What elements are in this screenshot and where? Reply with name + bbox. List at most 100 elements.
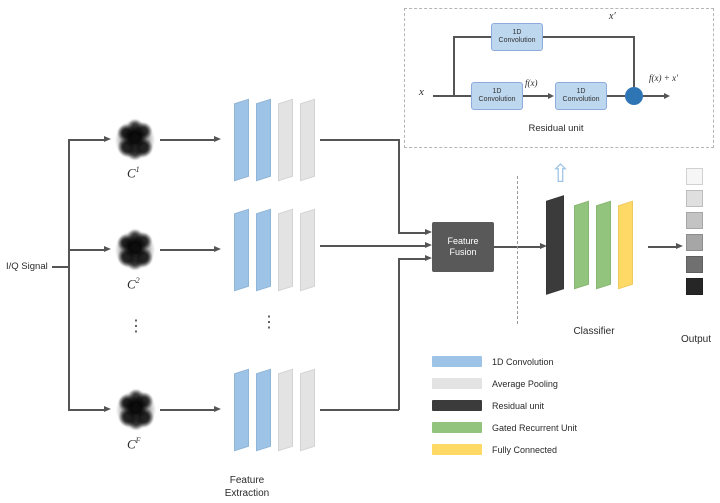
branch2-line <box>69 249 105 251</box>
fully-connected-slab <box>618 200 633 290</box>
conv-layer-slab <box>234 208 249 292</box>
residual-fx-label: f(x) <box>525 78 538 88</box>
residual-skip-output-label: x′ <box>609 11 616 22</box>
residual-conv2-arrowhead <box>548 93 554 99</box>
residual-unit-slab <box>546 195 564 295</box>
constellation-image-1 <box>113 118 157 162</box>
residual-skip-down-line <box>633 36 635 87</box>
residual-to-add-line <box>607 95 625 97</box>
constellation-image-2 <box>113 228 157 272</box>
residual-skip-branch-line <box>453 36 455 96</box>
conv-layer-slab <box>256 208 271 292</box>
legend-label-average-pooling: Average Pooling <box>492 379 558 389</box>
stack3-up-line <box>398 259 400 410</box>
gru-layer-slab <box>596 200 611 290</box>
residual-conv1-conv2-line <box>523 95 549 97</box>
fusion-to-classifier-arrowhead <box>540 243 547 249</box>
branch1-line <box>69 139 105 141</box>
residual-input-label: x <box>419 86 424 98</box>
image1-to-stack-line <box>160 139 216 141</box>
stack1-out-line <box>320 139 399 141</box>
residual-conv2-box: 1D Convolution <box>555 82 607 110</box>
stack2-fusion-arrowhead <box>425 242 432 248</box>
branch-label-cf: CF <box>127 436 141 452</box>
legend-swatch-gated-recurrent-unit <box>432 422 482 433</box>
up-arrow-icon: ⇧ <box>550 160 571 188</box>
branch-label-c2-sup: 2 <box>135 276 140 285</box>
image2-to-stack-line <box>160 249 216 251</box>
residual-unit-caption: Residual unit <box>528 123 584 134</box>
branch-label-c1: C1 <box>127 165 140 181</box>
residual-output-line <box>643 95 665 97</box>
output-label: Output <box>680 334 712 345</box>
legend-label-residual-unit: Residual unit <box>492 401 545 411</box>
branch-label-c2: C2 <box>127 276 140 292</box>
pool-layer-slab <box>300 98 315 182</box>
residual-add-node <box>625 87 643 105</box>
conv-layer-slab <box>234 98 249 182</box>
feature-fusion-box: Feature Fusion <box>432 222 494 272</box>
classifier-to-output-arrowhead <box>676 243 683 249</box>
branch3-line <box>69 409 105 411</box>
branch1-arrowhead <box>104 136 111 142</box>
branch-label-c2-base: C <box>127 276 136 292</box>
ellipsis-dots-stacks: ⋮ <box>261 314 277 331</box>
output-class-swatch <box>686 256 703 273</box>
stack3-fusion-arrowhead <box>425 255 432 261</box>
legend-label-1d-convolution: 1D Convolution <box>492 357 554 367</box>
residual-skip-top-line <box>453 36 491 38</box>
branch-label-c1-sup: 1 <box>135 165 140 174</box>
pool-layer-slab <box>300 208 315 292</box>
stack3-in-line <box>398 258 425 260</box>
stack1-fusion-arrowhead <box>425 229 432 235</box>
image3-to-stack-line <box>160 409 216 411</box>
pool-layer-slab <box>278 368 293 452</box>
residual-main-line <box>433 95 471 97</box>
feature-extraction-label: Feature Extraction <box>224 475 270 499</box>
output-class-swatch <box>686 212 703 229</box>
output-class-swatch <box>686 190 703 207</box>
stack3-out-line <box>320 409 399 411</box>
residual-output-arrowhead <box>664 93 670 99</box>
branch-trunk-line <box>68 139 70 411</box>
image3-to-stack-arrowhead <box>214 406 221 412</box>
conv-layer-slab <box>234 368 249 452</box>
constellation-image-f <box>114 388 158 432</box>
residual-skip-out-line <box>543 36 634 38</box>
image2-to-stack-arrowhead <box>214 246 221 252</box>
section-divider-dashed-line <box>517 176 518 324</box>
output-class-swatch <box>686 168 703 185</box>
ellipsis-dots-branches: ⋮ <box>128 318 144 335</box>
legend-swatch-fully-connected <box>432 444 482 455</box>
residual-sum-output-label: f(x) + x′ <box>649 73 679 83</box>
stack1-down-line <box>398 139 400 233</box>
branch3-arrowhead <box>104 406 111 412</box>
conv-layer-slab <box>256 368 271 452</box>
pool-layer-slab <box>278 208 293 292</box>
classifier-label: Classifier <box>573 326 615 337</box>
legend-swatch-average-pooling <box>432 378 482 389</box>
legend-swatch-1d-convolution <box>432 356 482 367</box>
pool-layer-slab <box>300 368 315 452</box>
image1-to-stack-arrowhead <box>214 136 221 142</box>
stack2-in-line <box>320 245 425 247</box>
output-class-swatch <box>686 278 703 295</box>
residual-skip-conv-box: 1D Convolution <box>491 23 543 51</box>
residual-conv1-box: 1D Convolution <box>471 82 523 110</box>
classifier-to-output-line <box>648 246 676 248</box>
branch2-arrowhead <box>104 246 111 252</box>
legend-label-gated-recurrent-unit: Gated Recurrent Unit <box>492 423 578 433</box>
pool-layer-slab <box>278 98 293 182</box>
branch-label-cf-sup: F <box>135 436 141 445</box>
residual-unit-panel: x 1D Convolution x′ 1D Convolution f(x) … <box>404 8 714 148</box>
branch-label-cf-base: C <box>127 436 136 452</box>
conv-layer-slab <box>256 98 271 182</box>
input-connector-line <box>52 266 69 268</box>
stack1-in-line <box>398 232 425 234</box>
branch-label-c1-base: C <box>127 165 136 181</box>
gru-layer-slab <box>574 200 589 290</box>
input-signal-label: I/Q Signal <box>6 261 48 272</box>
output-class-swatch <box>686 234 703 251</box>
legend-label-fully-connected: Fully Connected <box>492 445 558 455</box>
